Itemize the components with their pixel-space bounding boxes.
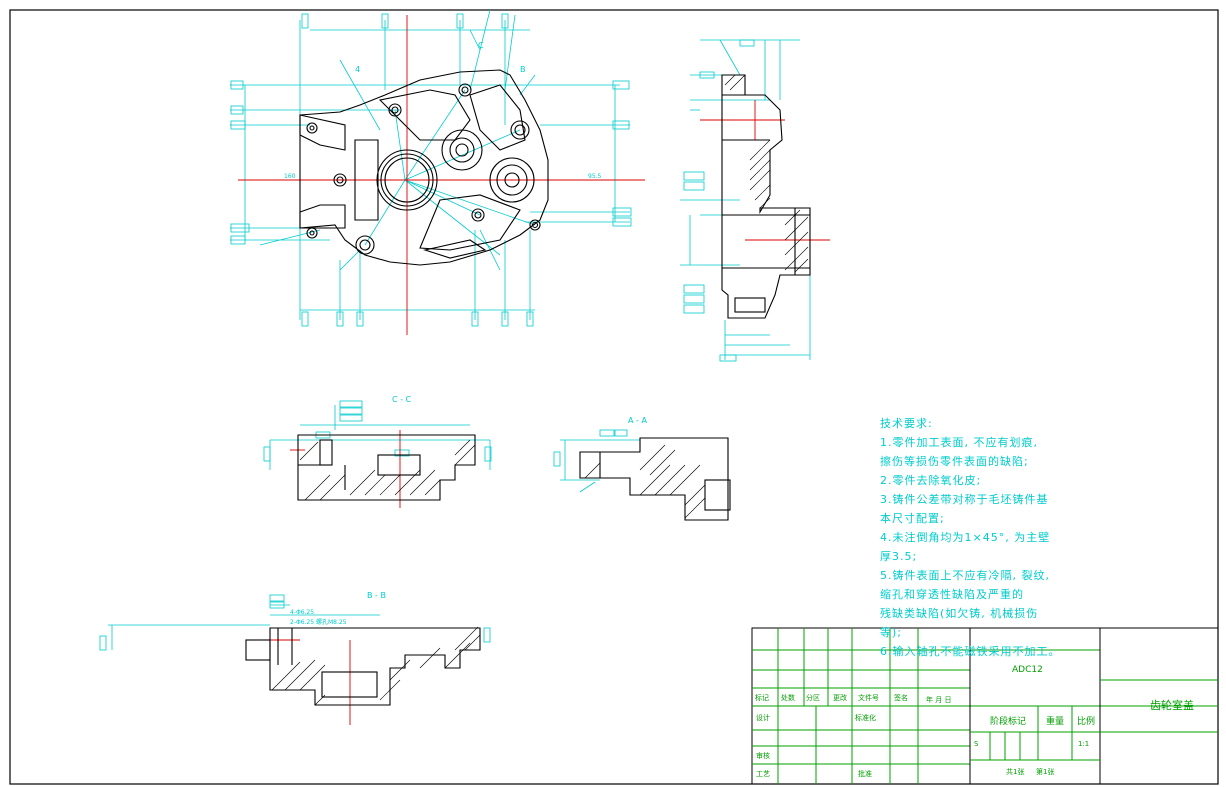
stage-value: S (974, 740, 979, 748)
role-standardize: 标准化 (855, 713, 876, 722)
title-block: ADC12 齿轮室盖 标记 处数 分区 更改 文件号 签名 年 月 日 设计 标… (751, 627, 1219, 785)
tech-line: 等); (880, 626, 902, 639)
section-label-cc: C - C (392, 395, 412, 404)
side-view (680, 39, 830, 362)
tech-line: 残缺类缺陷(如欠铸, 机械损伤 (880, 607, 1039, 620)
tech-line: 4.未注倒角均为1×45°, 为主壁 (880, 531, 1051, 544)
tech-line: 本尺寸配置; (880, 512, 945, 525)
header-sign: 签名 (894, 693, 908, 702)
stage-label: 阶段标记 (990, 715, 1026, 727)
section-a-a: A - A (553, 416, 731, 521)
dim-label-d3: 4-Φ6.25 (290, 609, 314, 616)
front-view: 4 C B (230, 9, 645, 335)
header-mark: 标记 (755, 693, 769, 702)
section-c-c: C - C (263, 395, 492, 508)
scale-label: 比例 (1077, 715, 1095, 727)
header-zone: 分区 (806, 693, 820, 702)
tech-line: 6.输入轴孔不能磁铁采用不加工。 (880, 645, 1061, 658)
header-count: 处数 (781, 693, 795, 702)
role-review: 审核 (756, 751, 770, 760)
sheet-border (9, 9, 1219, 785)
tech-line: 1.零件加工表面, 不应有划痕, (880, 436, 1038, 449)
part-name: 齿轮室盖 (1150, 698, 1194, 712)
dim-label-d4: 2-Φ6.25 螺孔M8.25 (290, 618, 347, 626)
header-change: 更改 (833, 693, 847, 702)
role-process: 工艺 (756, 770, 770, 778)
section-label-bb: B - B (367, 591, 386, 600)
technical-requirements: 技术要求: 1.零件加工表面, 不应有划痕, 擦伤等损伤零件表面的缺陷; 2.零… (880, 414, 1080, 661)
callout-4: 4 (355, 65, 360, 74)
sheets-total: 共1张 (1006, 767, 1024, 776)
role-approve: 批准 (858, 769, 872, 778)
tech-line: 擦伤等损伤零件表面的缺陷; (880, 455, 1029, 468)
section-label-aa: A - A (628, 416, 647, 425)
tech-title: 技术要求: (880, 417, 933, 430)
weight-label: 重量 (1046, 715, 1064, 727)
tech-line: 5.铸件表面上不应有冷隔, 裂纹, (880, 569, 1050, 582)
material: ADC12 (1012, 665, 1043, 675)
role-design: 设计 (756, 713, 770, 722)
header-date: 年 月 日 (926, 695, 951, 704)
sheet-no: 第1张 (1036, 767, 1054, 776)
callout-b: B (520, 65, 526, 74)
scale-value: 1:1 (1078, 740, 1089, 748)
tech-line: 3.铸件公差带对称于毛坯铸件基 (880, 493, 1049, 506)
tech-line: 2.零件去除氧化皮; (880, 474, 982, 487)
callout-c: C (478, 41, 484, 50)
section-b-b: B - B 4-Φ6.25 2-Φ6.25 螺孔M8.25 (99, 591, 491, 725)
header-doc-no: 文件号 (858, 693, 879, 702)
tech-line: 缩孔和穿透性缺陷及严重的 (880, 588, 1024, 601)
tech-line: 厚3.5; (880, 550, 918, 563)
